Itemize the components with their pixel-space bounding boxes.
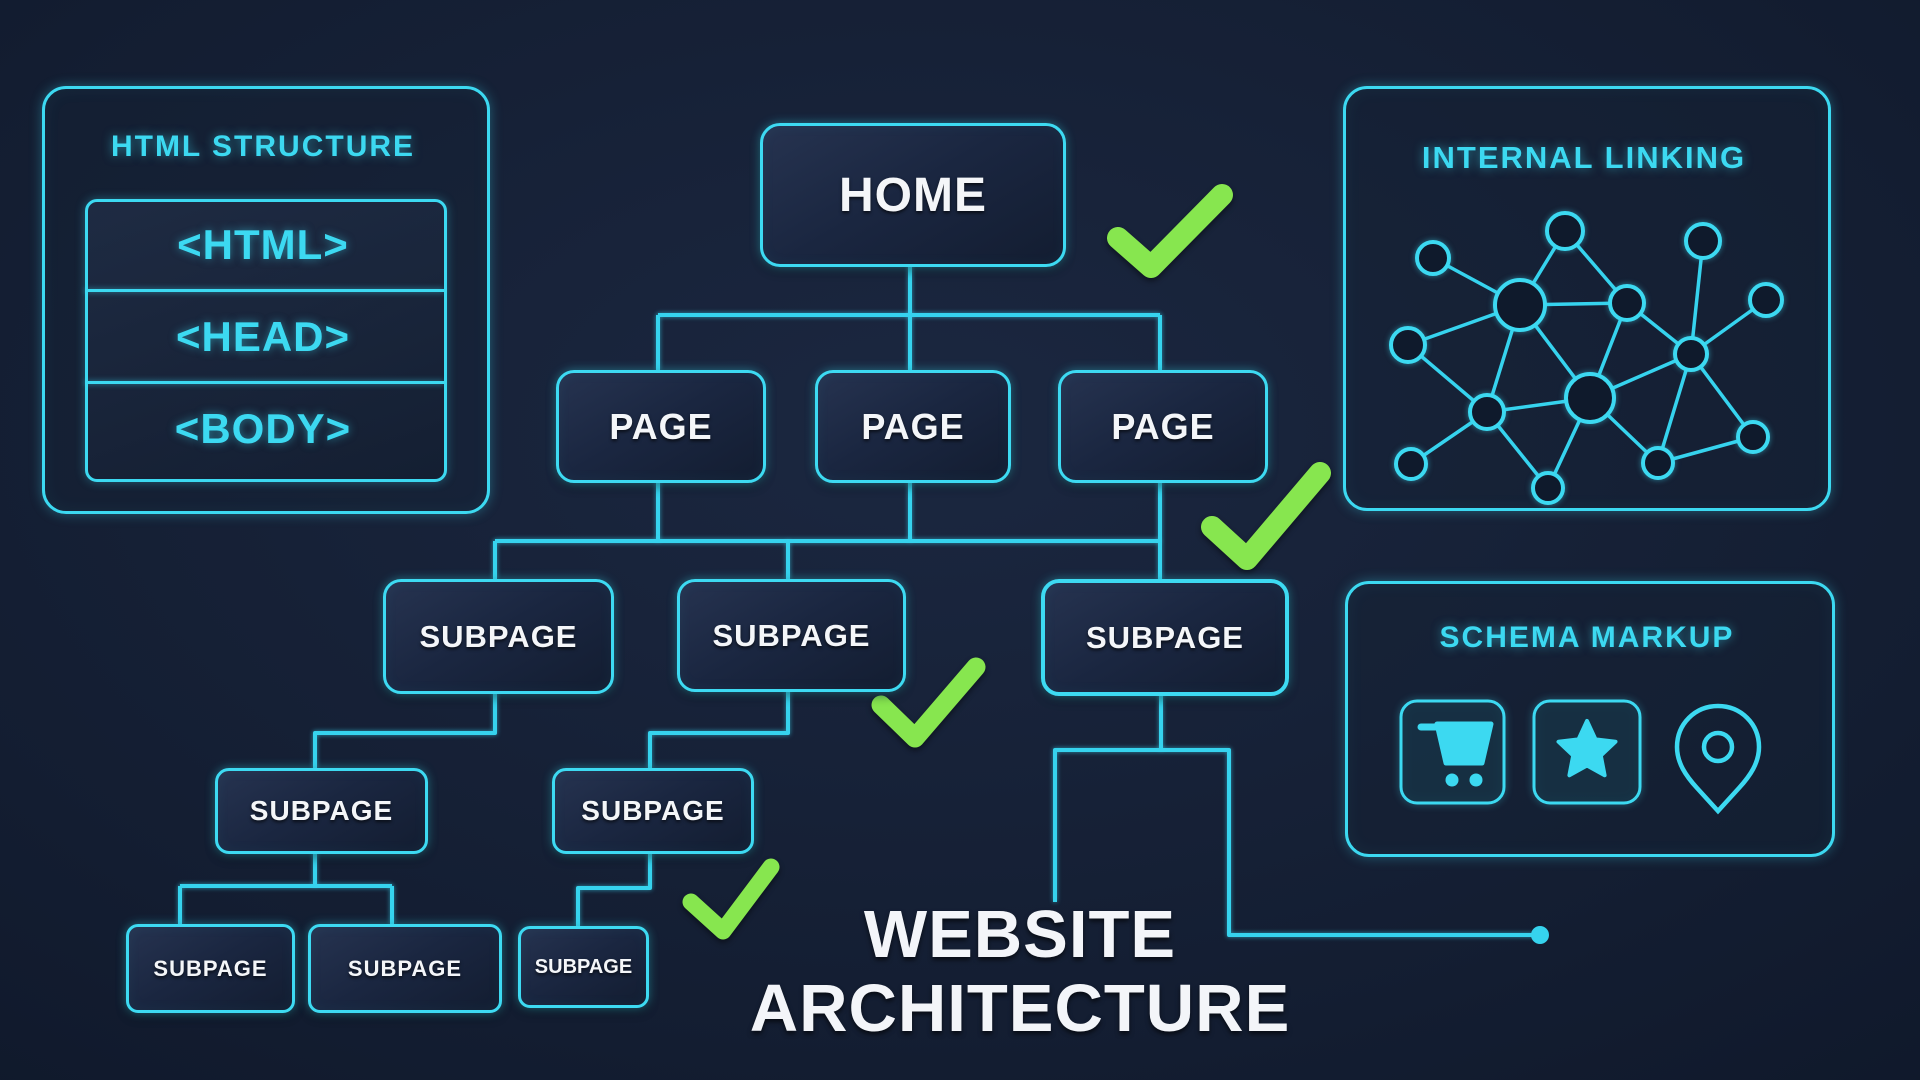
html-tag-row-html: <HTML> — [177, 221, 349, 268]
sitemap-box-page-2: PAGE — [815, 370, 1011, 483]
sitemap-box-page-1: PAGE — [556, 370, 766, 483]
tag-table-divider — [85, 381, 444, 384]
sitemap-box-subpage-5: SUBPAGE — [552, 768, 754, 854]
sitemap-box-page-3: PAGE — [1058, 370, 1268, 483]
sitemap-box-home: HOME — [760, 123, 1066, 267]
panel-title-internal-linking: INTERNAL LINKING — [1421, 140, 1747, 175]
sitemap-box-subpage-4: SUBPAGE — [215, 768, 428, 854]
panel-title-html-structure: HTML STRUCTURE — [110, 130, 416, 163]
main-title-line-1: WEBSITE — [863, 897, 1177, 972]
sitemap-box-subpage-6: SUBPAGE — [126, 924, 295, 1013]
sitemap-box-subpage-7: SUBPAGE — [308, 924, 502, 1013]
line-end-dot — [1531, 926, 1549, 944]
sitemap-box-subpage-3: SUBPAGE — [1041, 579, 1289, 696]
panel-title-schema-markup: SCHEMA MARKUP — [1439, 621, 1735, 654]
main-title-line-2: ARCHITECTURE — [749, 971, 1291, 1046]
main-title: WEBSITE ARCHITECTURE — [560, 898, 1480, 1046]
sitemap-box-subpage-8: SUBPAGE — [518, 926, 649, 1008]
sitemap-box-subpage-1: SUBPAGE — [383, 579, 614, 694]
checkmark-icon — [1201, 462, 1331, 570]
html-tag-row-head: <HEAD> — [175, 313, 351, 360]
checkmark-icon — [1107, 184, 1233, 278]
sitemap-box-subpage-2: SUBPAGE — [677, 579, 906, 692]
tag-table-divider — [85, 289, 444, 292]
checkmarks — [682, 184, 1331, 940]
html-tag-row-body: <BODY> — [174, 405, 352, 452]
html-tag-table — [85, 199, 447, 482]
